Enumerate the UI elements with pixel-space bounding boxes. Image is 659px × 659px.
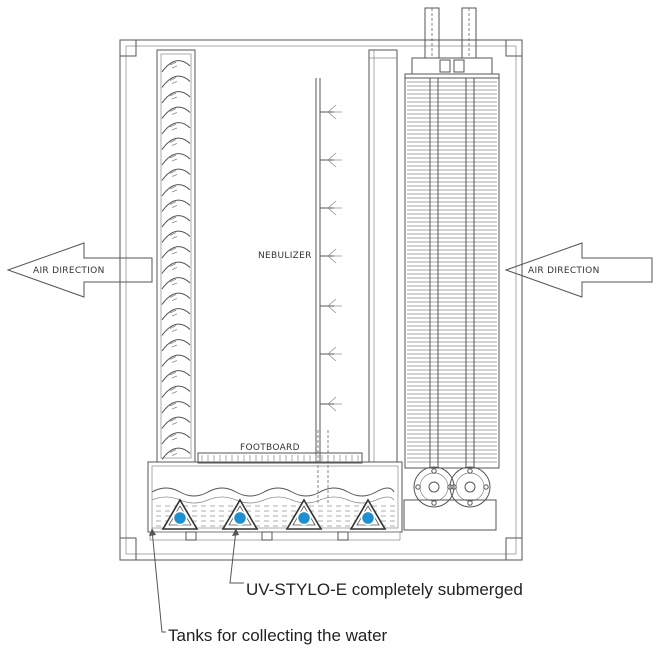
uv-stylo-callout: UV-STYLO-E completely submerged	[229, 528, 523, 599]
separator-blade	[161, 122, 191, 135]
nebulizer-nozzle	[320, 248, 342, 264]
separator-blade	[161, 153, 191, 166]
separator-blade	[161, 106, 191, 119]
tanks-callout: Tanks for collecting the water	[149, 528, 388, 645]
droplet-separator	[156, 49, 196, 463]
separator-blade	[161, 261, 191, 274]
separator-blade	[161, 168, 191, 181]
water-collection-tank	[147, 461, 403, 541]
uv-lamp	[221, 498, 259, 530]
uv-lamp-core	[172, 510, 188, 526]
separator-blade	[161, 354, 191, 367]
nebulizer-nozzle	[320, 346, 342, 362]
nebulizer-nozzle	[320, 298, 342, 314]
separator-blade	[161, 292, 191, 305]
uv-lamp	[161, 498, 199, 530]
separator-blade	[161, 308, 191, 321]
air-direction-arrow-left: AIR DIRECTION	[6, 242, 153, 298]
separator-blade	[161, 323, 191, 336]
uv-lamp-core	[360, 510, 376, 526]
separator-blade	[161, 184, 191, 197]
separator-blade	[161, 215, 191, 228]
uv-lamp	[285, 498, 323, 530]
heat-exchanger-coil	[403, 7, 500, 531]
separator-blade	[161, 447, 191, 460]
separator-blade	[161, 401, 191, 414]
separator-blade	[161, 339, 191, 352]
separator-blade	[161, 370, 191, 383]
separator-blade	[161, 230, 191, 243]
coil-flange-left	[413, 466, 455, 508]
uv-stylo-lamps	[161, 498, 387, 530]
separator-blade	[161, 432, 191, 445]
nebulizer-nozzle	[320, 200, 342, 216]
nebulizer-nozzle	[320, 396, 342, 412]
footboard	[197, 452, 363, 464]
right-panel	[368, 49, 398, 463]
separator-blade	[161, 416, 191, 429]
separator-blade	[161, 246, 191, 259]
separator-blade	[161, 277, 191, 290]
air-direction-label-left: AIR DIRECTION	[33, 266, 105, 276]
separator-blade	[161, 91, 191, 104]
air-direction-label-right: AIR DIRECTION	[528, 266, 600, 276]
air-direction-arrow-right: AIR DIRECTION	[504, 242, 653, 298]
uv-lamp-core	[296, 510, 312, 526]
nebulizer-nozzle	[320, 104, 342, 120]
uv-lamp	[349, 498, 387, 530]
separator-blade	[161, 199, 191, 212]
separator-blade	[161, 75, 191, 88]
uv-stylo-callout-text: UV-STYLO-E completely submerged	[246, 580, 523, 599]
unit-frame	[119, 39, 523, 561]
nebulizer-label: NEBULIZER	[258, 251, 312, 261]
footboard-label: FOOTBOARD	[240, 443, 300, 453]
nebulizer-pipe	[315, 78, 342, 505]
separator-blade	[161, 385, 191, 398]
separator-blade	[161, 137, 191, 150]
coil-flange-right	[449, 466, 491, 508]
uv-lamp-core	[232, 510, 248, 526]
nebulizer-nozzle	[320, 152, 342, 168]
separator-blade	[161, 60, 191, 73]
tanks-callout-text: Tanks for collecting the water	[168, 626, 388, 645]
